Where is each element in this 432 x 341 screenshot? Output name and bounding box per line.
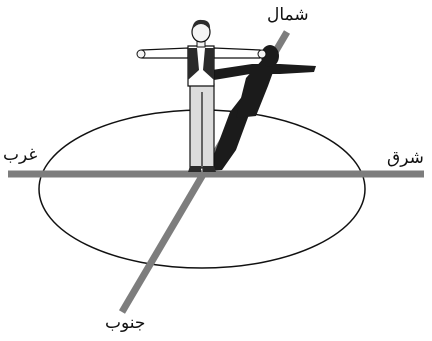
person-arms (142, 48, 188, 58)
east-label: شرق (387, 150, 424, 167)
west-label: غرب (3, 147, 37, 164)
north-label: شمال (267, 7, 309, 24)
south-label: جنوب (105, 315, 145, 332)
person-shadow-icon (204, 45, 316, 171)
